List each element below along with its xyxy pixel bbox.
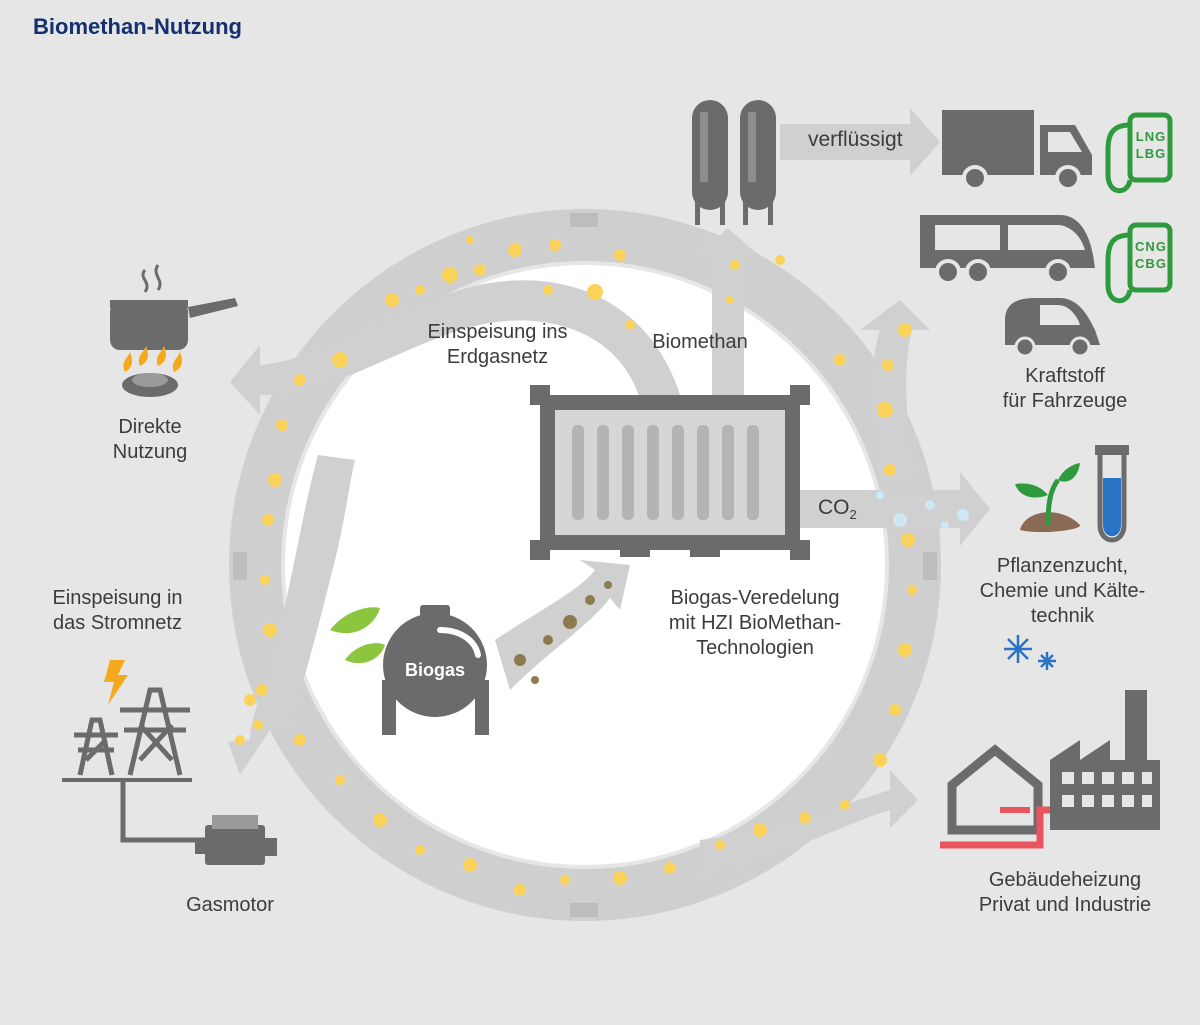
gas-bubbles <box>235 236 917 896</box>
lightning-icon <box>104 660 128 705</box>
liquefied-label: verflüssigt <box>808 128 903 151</box>
truck-icon <box>942 110 1092 191</box>
plants-label: Pflanzenzucht, Chemie und Kälte- technik <box>979 555 1146 627</box>
car-icon <box>1005 298 1100 358</box>
heating-label: Gebäudeheizung Privat und Industrie <box>978 869 1152 916</box>
fuel-label: Kraftstoff für Fahrzeuge <box>1002 365 1128 412</box>
power-grid-label: Einspeisung in das Stromnetz <box>52 587 183 634</box>
co2-label: CO2 <box>818 496 857 523</box>
test-tube-icon <box>1095 445 1129 543</box>
gas-engine-icon <box>195 815 277 865</box>
upgrading-container-icon <box>530 385 810 560</box>
biogas-bubbles <box>514 581 612 684</box>
house-icon <box>947 744 1043 835</box>
fuel-pump-icon <box>1105 112 1173 304</box>
storage-tanks-icon <box>692 100 776 225</box>
cooking-pot-icon <box>110 264 238 350</box>
plant-seedling-icon <box>1015 463 1081 533</box>
upgrading-label: Biogas-Veredelung mit HZI BioMethan- Tec… <box>668 587 842 659</box>
biogas-label: Biogas <box>405 660 466 680</box>
gas-engine-label: Gasmotor <box>186 894 274 916</box>
grid-feed-label: Einspeisung ins Erdgasnetz <box>427 321 568 368</box>
bus-icon <box>920 215 1095 285</box>
biogas-tank-icon <box>382 605 489 735</box>
gas-flame-icon <box>122 346 182 397</box>
factory-icon <box>1050 690 1160 830</box>
power-pylon-icon <box>62 687 205 843</box>
co2-bubbles <box>876 491 969 529</box>
biomethane-label: Biomethan <box>652 331 748 353</box>
snowflake-icon <box>1004 635 1056 670</box>
leaf-icon <box>330 607 385 664</box>
branch-arrows <box>228 108 990 875</box>
direct-use-label: Direkte Nutzung <box>112 416 188 463</box>
page-title: Biomethan-Nutzung <box>33 14 242 39</box>
